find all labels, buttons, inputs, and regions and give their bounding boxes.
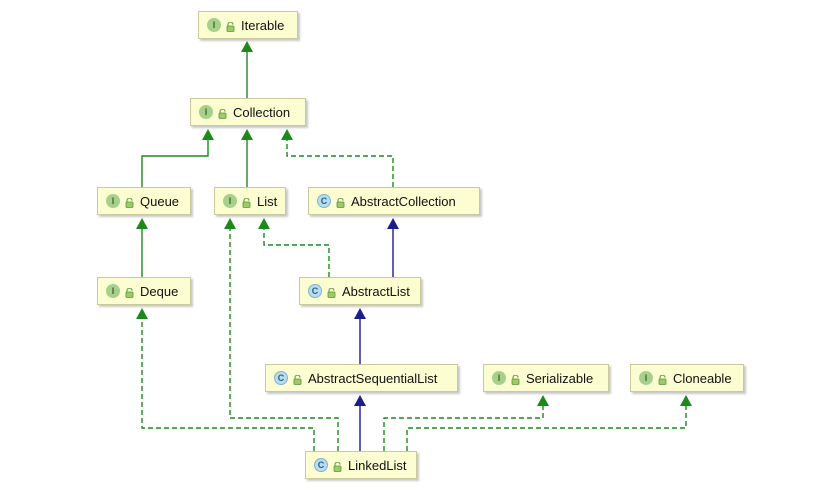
public-access-icon xyxy=(658,373,667,385)
node-linked-list[interactable]: C LinkedList xyxy=(305,451,417,479)
edge-abstract-sequential-list-to-abstract-list xyxy=(354,308,366,364)
edge-list-to-collection xyxy=(241,129,253,187)
edge-linked-list-to-serializable xyxy=(383,395,549,451)
public-access-icon xyxy=(333,460,342,472)
edge-linked-list-to-abstract-sequential-list xyxy=(354,395,366,451)
arrowhead-icon xyxy=(136,218,148,229)
public-access-icon xyxy=(125,286,134,298)
edge-linked-list-to-list xyxy=(224,218,339,451)
node-list[interactable]: I List xyxy=(214,187,286,215)
edge-linked-list-to-cloneable xyxy=(406,395,692,451)
arrowhead-icon xyxy=(680,395,692,406)
arrowhead-icon xyxy=(202,129,214,140)
interface-icon: I xyxy=(106,284,120,298)
arrowhead-icon xyxy=(387,218,399,229)
node-abstract-collection[interactable]: C AbstractCollection xyxy=(308,187,480,215)
class-icon: C xyxy=(317,194,331,208)
edge-line xyxy=(383,406,544,451)
arrowhead-icon xyxy=(281,129,293,140)
arrowhead-icon xyxy=(241,41,253,52)
node-label: AbstractList xyxy=(342,283,410,299)
interface-icon: I xyxy=(492,371,506,385)
interface-icon: I xyxy=(207,18,221,32)
interface-icon: I xyxy=(199,105,213,119)
node-label: Iterable xyxy=(241,17,285,33)
interface-icon: I xyxy=(639,371,653,385)
node-serializable[interactable]: I Serializable xyxy=(483,364,609,392)
edge-collection-to-iterable xyxy=(241,41,253,98)
node-queue[interactable]: I Queue xyxy=(97,187,191,215)
interface-icon: I xyxy=(106,194,120,208)
node-label: Cloneable xyxy=(673,370,732,386)
edge-queue-to-collection xyxy=(141,129,214,187)
node-label: Collection xyxy=(233,104,291,120)
arrowhead-icon xyxy=(258,218,270,229)
node-label: List xyxy=(257,193,278,209)
edge-line xyxy=(263,229,330,277)
class-icon: C xyxy=(308,284,322,298)
node-cloneable[interactable]: I Cloneable xyxy=(630,364,744,392)
arrowhead-icon xyxy=(241,129,253,140)
arrowhead-icon xyxy=(224,218,236,229)
node-deque[interactable]: I Deque xyxy=(97,277,191,305)
public-access-icon xyxy=(327,286,336,298)
node-label: Serializable xyxy=(526,370,594,386)
node-label: AbstractCollection xyxy=(351,193,456,209)
public-access-icon xyxy=(226,20,235,32)
node-collection[interactable]: I Collection xyxy=(190,98,306,126)
public-access-icon xyxy=(218,107,227,119)
edge-line xyxy=(406,406,687,451)
edge-abstract-list-to-list xyxy=(258,218,330,277)
public-access-icon xyxy=(125,196,134,208)
node-iterable[interactable]: I Iterable xyxy=(198,11,298,39)
public-access-icon xyxy=(511,373,520,385)
edge-abstract-list-to-abstract-collection xyxy=(387,218,399,277)
edge-linked-list-to-deque xyxy=(136,308,315,451)
node-label: LinkedList xyxy=(348,457,407,473)
arrowhead-icon xyxy=(354,395,366,406)
arrowhead-icon xyxy=(354,308,366,319)
node-label: Deque xyxy=(140,283,179,299)
arrowhead-icon xyxy=(136,308,148,319)
interface-icon: I xyxy=(223,194,237,208)
edge-abstract-collection-to-collection xyxy=(281,129,394,187)
edge-line xyxy=(286,140,394,187)
node-abstract-sequential-list[interactable]: C AbstractSequentialList xyxy=(265,364,458,392)
edge-deque-to-queue xyxy=(136,218,148,277)
public-access-icon xyxy=(336,196,345,208)
public-access-icon xyxy=(242,196,251,208)
node-abstract-list[interactable]: C AbstractList xyxy=(299,277,421,305)
class-icon: C xyxy=(314,458,328,472)
edge-line xyxy=(141,319,315,451)
edge-line xyxy=(141,140,209,187)
arrowhead-icon xyxy=(537,395,549,406)
class-icon: C xyxy=(274,371,288,385)
edge-line xyxy=(229,229,339,451)
node-label: Queue xyxy=(140,193,180,209)
node-label: AbstractSequentialList xyxy=(308,370,438,386)
public-access-icon xyxy=(293,373,302,385)
